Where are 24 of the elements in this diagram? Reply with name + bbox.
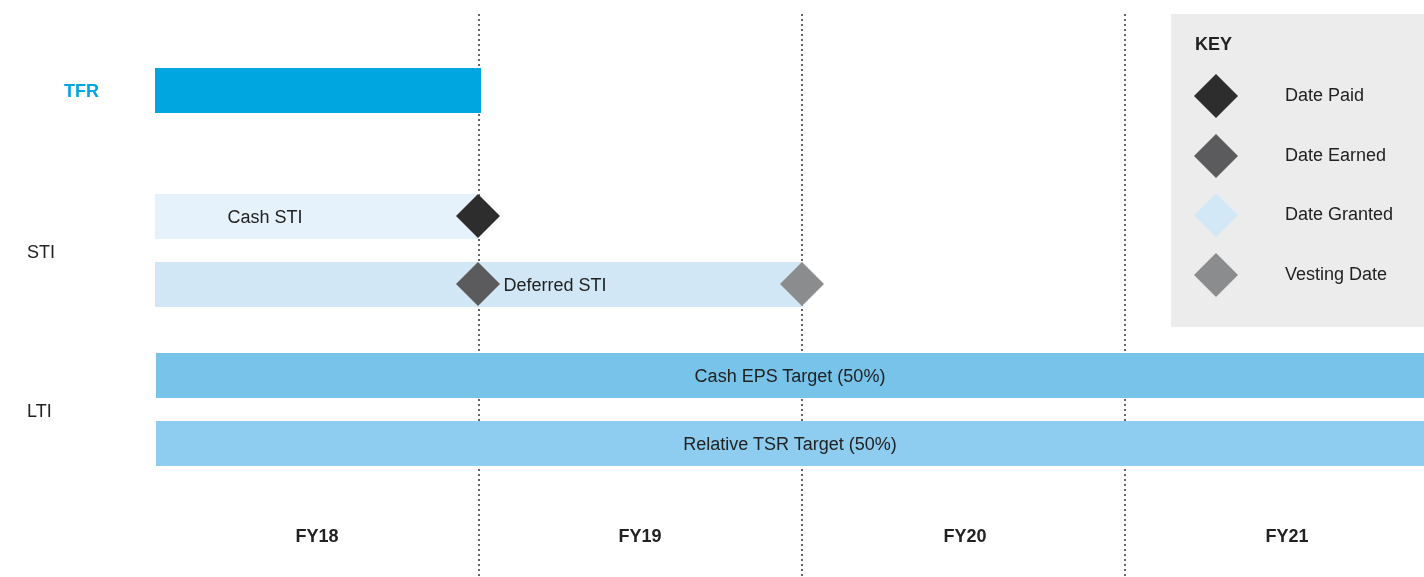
row-label: TFR xyxy=(64,81,99,102)
legend-label: Date Granted xyxy=(1285,204,1394,225)
year-label: FY19 xyxy=(618,526,662,547)
year-label: FY20 xyxy=(943,526,987,547)
year-label: FY21 xyxy=(1265,526,1309,547)
timeline-bar xyxy=(155,194,479,239)
legend-label: Vesting Date xyxy=(1285,263,1388,285)
key-title: KEY xyxy=(1195,34,1232,55)
row-label: STI xyxy=(27,242,55,263)
bar-label: Deferred STI xyxy=(503,275,607,296)
legend-label: Date Earned xyxy=(1285,144,1387,166)
diamond-marker xyxy=(456,262,500,306)
bar-label: Cash STI xyxy=(227,207,303,228)
diamond-marker xyxy=(456,194,500,238)
row-label: LTI xyxy=(27,401,52,422)
year-label: FY18 xyxy=(295,526,339,547)
legend-label: Date Paid xyxy=(1285,85,1365,106)
timeline-bar xyxy=(156,421,1424,466)
bar-label: Relative TSR Target (50%) xyxy=(683,434,897,455)
bar-label: Cash EPS Target (50%) xyxy=(694,366,886,387)
timeline-bar xyxy=(155,68,481,113)
timeline-bar xyxy=(155,262,802,307)
timeline-bar xyxy=(156,353,1424,398)
diamond-marker xyxy=(780,262,824,306)
